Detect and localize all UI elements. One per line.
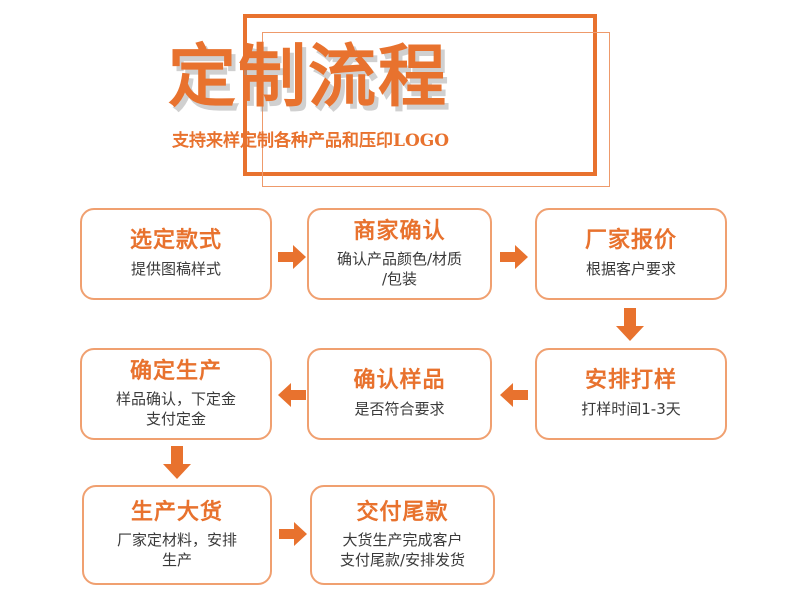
- flow-node-desc: 大货生产完成客户支付尾款/安排发货: [339, 530, 466, 569]
- flow-node-title: 选定款式: [129, 228, 222, 254]
- flow-node-desc: 是否符合要求: [354, 399, 445, 418]
- flow-node-merchant-confirm[interactable]: 商家确认 确认产品颜色/材质/包装: [307, 208, 492, 300]
- flow-node-final-payment[interactable]: 交付尾款 大货生产完成客户支付尾款/安排发货: [310, 485, 495, 585]
- flow-node-title: 交付尾款: [356, 499, 449, 525]
- header-frame-outer: [243, 14, 597, 176]
- arrow-right-icon-2: [500, 244, 528, 270]
- flow-node-bulk-production[interactable]: 生产大货 厂家定材料，安排生产: [82, 485, 272, 585]
- flow-node-desc: 确认产品颜色/材质/包装: [336, 249, 463, 288]
- flow-node-title: 商家确认: [353, 218, 446, 244]
- arrow-left-icon-1: [500, 382, 528, 408]
- header-frame-inner: [262, 32, 610, 187]
- flow-node-desc: 打样时间1-3天: [581, 399, 681, 418]
- arrow-right-icon-3: [279, 521, 307, 547]
- flow-node-title: 生产大货: [130, 499, 223, 525]
- page-title: 定制流程: [168, 38, 449, 117]
- flow-node-factory-quote[interactable]: 厂家报价 根据客户要求: [535, 208, 727, 300]
- flow-node-confirm-sample[interactable]: 确认样品 是否符合要求: [307, 348, 492, 440]
- flow-node-title: 确定生产: [129, 358, 222, 384]
- flow-node-confirm-production[interactable]: 确定生产 样品确认，下定金支付定金: [80, 348, 272, 440]
- page-subtitle: 支持来样定制各种产品和压印LOGO: [172, 131, 450, 151]
- flow-node-title: 确认样品: [353, 368, 446, 394]
- arrow-down-icon-2: [162, 446, 192, 480]
- arrow-right-icon-1: [278, 244, 306, 270]
- flow-node-title: 厂家报价: [584, 228, 677, 254]
- flow-node-desc: 根据客户要求: [585, 259, 676, 278]
- arrow-left-icon-2: [278, 382, 306, 408]
- arrow-down-icon-1: [615, 308, 645, 342]
- flow-node-desc: 提供图稿样式: [130, 259, 221, 278]
- flow-node-desc: 样品确认，下定金支付定金: [115, 389, 236, 428]
- flow-node-desc: 厂家定材料，安排生产: [116, 530, 237, 569]
- flow-node-arrange-sample[interactable]: 安排打样 打样时间1-3天: [535, 348, 727, 440]
- flow-node-title: 安排打样: [584, 368, 677, 394]
- flow-node-select-style[interactable]: 选定款式 提供图稿样式: [80, 208, 272, 300]
